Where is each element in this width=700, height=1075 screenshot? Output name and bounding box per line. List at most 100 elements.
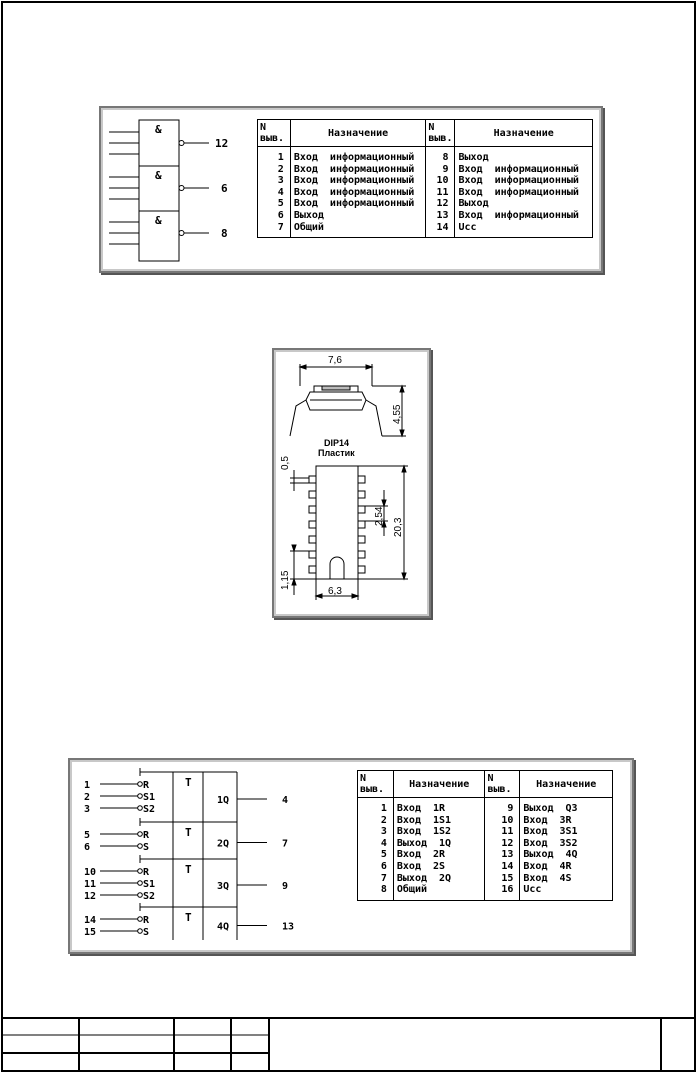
table-header: N выв. bbox=[257, 119, 291, 147]
pin-function-cell: Вход информационный bbox=[454, 186, 593, 199]
input-pin-number: 2 bbox=[84, 792, 90, 803]
dim-pin-width-label: 0,5 bbox=[280, 456, 291, 470]
pin-function-cell: Ucc bbox=[454, 221, 593, 238]
pin-function-cell: Вход 2R bbox=[392, 849, 486, 861]
trigger-symbol: T bbox=[185, 776, 192, 789]
gate-and-symbol: & bbox=[155, 123, 162, 136]
pin-number-cell: 14 bbox=[425, 221, 456, 238]
pin-number-cell: 5 bbox=[357, 849, 394, 861]
output-name: 3Q bbox=[217, 881, 229, 892]
input-name: R bbox=[143, 867, 150, 878]
pin-number-cell: 10 bbox=[425, 175, 456, 187]
pin-function-cell: Ucc bbox=[519, 884, 613, 901]
trigger-symbol: T bbox=[185, 826, 192, 839]
pin-number-cell: 9 bbox=[484, 797, 521, 815]
inversion-circle bbox=[137, 916, 143, 922]
pin-number-cell: 16 bbox=[484, 884, 521, 901]
input-name: S2 bbox=[143, 891, 155, 902]
pin-function-cell: Вход информационный bbox=[289, 163, 427, 176]
pin-number-cell: 11 bbox=[484, 826, 521, 838]
pin-number-cell: 4 bbox=[257, 186, 291, 199]
inversion-circle bbox=[137, 831, 143, 837]
output-pin-label: 6 bbox=[221, 182, 228, 195]
input-pin-number: 5 bbox=[84, 830, 90, 841]
pin-function-cell: Вход информационный bbox=[289, 198, 427, 210]
table-header: Назначение bbox=[392, 770, 486, 798]
pin-number-cell: 3 bbox=[357, 826, 394, 838]
input-pin-number: 12 bbox=[84, 891, 96, 902]
inversion-circle bbox=[137, 880, 143, 886]
input-pin-number: 10 bbox=[84, 867, 96, 878]
pin-function-cell: Выход bbox=[454, 198, 593, 210]
pin-function-cell: Вход 1R bbox=[392, 797, 486, 815]
package-name: DIP14 bbox=[324, 438, 349, 448]
pin-function-cell: Вход информационный bbox=[454, 163, 593, 176]
gate-and-symbol: & bbox=[155, 169, 162, 182]
pin-number-cell: 7 bbox=[357, 872, 394, 885]
pin-function-cell: Вход информационный bbox=[454, 175, 593, 187]
pin-number-cell: 6 bbox=[357, 860, 394, 873]
pin-number-cell: 15 bbox=[484, 872, 521, 885]
pin-number-cell: 3 bbox=[257, 175, 291, 187]
dim-length-label: 20,3 bbox=[393, 517, 404, 537]
inversion-circle bbox=[137, 928, 143, 934]
input-pin-number: 3 bbox=[84, 804, 90, 815]
pin-number-cell: 5 bbox=[257, 198, 291, 210]
dim-width-label: 7,6 bbox=[328, 355, 342, 366]
trigger-symbol: T bbox=[185, 863, 192, 876]
dim-edge-label: 1,15 bbox=[280, 570, 291, 590]
gate-body bbox=[138, 119, 180, 262]
pin-number-cell: 11 bbox=[425, 186, 456, 199]
pin-function-cell: Вход информационный bbox=[289, 175, 427, 187]
input-name: S bbox=[143, 927, 149, 938]
table-header: Назначение bbox=[519, 770, 613, 798]
input-pin-number: 11 bbox=[84, 879, 96, 890]
table-header: N выв. bbox=[484, 770, 521, 798]
pin-number-cell: 12 bbox=[484, 837, 521, 850]
pin-number-cell: 4 bbox=[357, 837, 394, 850]
pin-function-cell: Вход 3S2 bbox=[519, 837, 613, 850]
pin-number-cell: 13 bbox=[425, 209, 456, 222]
input-name: S1 bbox=[143, 792, 155, 803]
output-pin-number: 9 bbox=[282, 881, 288, 892]
input-pin-number: 15 bbox=[84, 927, 96, 938]
pin-number-cell: 2 bbox=[357, 814, 394, 827]
pin-function-cell: Вход 2S bbox=[392, 860, 486, 873]
input-name: S bbox=[143, 842, 149, 853]
pin-function-cell: Вход 4S bbox=[519, 872, 613, 885]
dim-body-width-label: 6,3 bbox=[328, 586, 342, 597]
pin-number-cell: 2 bbox=[257, 163, 291, 176]
input-pin-number: 6 bbox=[84, 842, 90, 853]
inversion-circle bbox=[137, 793, 143, 799]
pin-number-cell: 10 bbox=[484, 814, 521, 827]
pin-function-cell: Вход 1S2 bbox=[392, 826, 486, 838]
package-panel: 7,6 4,55 DIP14 Пластик 0,5 2,54 20,3 1,1… bbox=[272, 348, 431, 618]
pin-number-cell: 1 bbox=[357, 797, 394, 815]
output-pin-label: 12 bbox=[215, 137, 228, 150]
pin-number-cell: 13 bbox=[484, 849, 521, 861]
inversion-circle bbox=[137, 843, 143, 849]
dim-pitch-label: 2,54 bbox=[374, 506, 385, 526]
inversion-circle bbox=[137, 892, 143, 898]
pin-number-cell: 7 bbox=[257, 221, 291, 238]
pin-function-cell: Выход Q3 bbox=[519, 797, 613, 815]
pin-number-cell: 1 bbox=[257, 146, 291, 164]
output-pin-label: 8 bbox=[221, 227, 228, 240]
input-pin-number: 1 bbox=[84, 780, 90, 791]
pin-number-cell: 8 bbox=[357, 884, 394, 901]
input-name: S2 bbox=[143, 804, 155, 815]
pin-function-cell: Вход информационный bbox=[454, 209, 593, 222]
pin-number-cell: 8 bbox=[425, 146, 456, 164]
